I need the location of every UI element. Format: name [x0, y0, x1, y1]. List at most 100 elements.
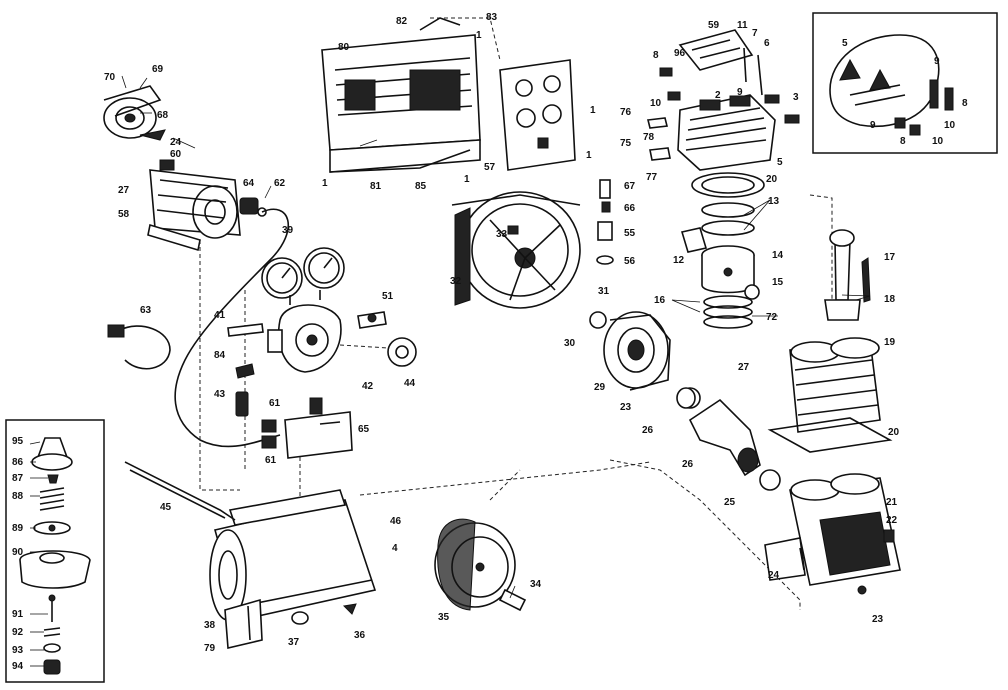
handle-45	[124, 461, 236, 521]
callout-42: 42	[362, 381, 374, 392]
head-bolts-6-7	[743, 47, 763, 96]
callout-55: 55	[624, 228, 636, 239]
callout-7: 7	[752, 28, 758, 39]
callout-36: 36	[354, 630, 366, 641]
callout-67: 67	[624, 181, 636, 192]
valve-stack-67-56	[596, 179, 614, 265]
callout-57: 57	[484, 162, 496, 173]
belt-guard-80	[321, 34, 481, 173]
callout-32: 32	[450, 276, 462, 287]
callout-33: 33	[496, 229, 508, 240]
callout-87: 87	[12, 473, 24, 484]
callout-26a: 26	[642, 425, 654, 436]
callout-34: 34	[530, 579, 542, 590]
callout-3: 3	[793, 92, 799, 103]
callout-38: 38	[204, 620, 216, 631]
power-cord	[107, 208, 289, 448]
callout-44: 44	[404, 378, 416, 389]
gauges-39	[261, 247, 345, 299]
piston-14	[701, 245, 755, 294]
crankcase-21	[764, 473, 901, 586]
callout-56: 56	[624, 256, 636, 267]
callout-13: 13	[768, 196, 780, 207]
callout-90: 90	[12, 547, 24, 558]
callout-64: 64	[243, 178, 255, 189]
callout-19: 19	[884, 337, 896, 348]
callout-70: 70	[104, 72, 116, 83]
callout-61b: 61	[265, 455, 277, 466]
callout-79: 79	[204, 643, 216, 654]
callout-91: 91	[12, 609, 24, 620]
key-33	[507, 225, 519, 235]
inset-callout-9b: 9	[870, 120, 876, 131]
callout-68: 68	[157, 110, 169, 121]
callout-25: 25	[724, 497, 736, 508]
knob-44	[339, 337, 417, 367]
gasket-20	[691, 172, 765, 198]
callout-20: 20	[766, 174, 778, 185]
inset-callout-10a: 10	[944, 120, 956, 131]
inset-box	[812, 12, 998, 154]
callout-16: 16	[654, 295, 666, 306]
callout-45: 45	[160, 502, 172, 513]
callout-1e: 1	[586, 150, 592, 161]
callout-69: 69	[152, 64, 164, 75]
callout-80: 80	[338, 42, 350, 53]
callout-14: 14	[772, 250, 784, 261]
callout-85: 85	[415, 181, 427, 192]
callout-4: 4	[392, 543, 398, 554]
tank-46	[209, 489, 377, 621]
callout-88: 88	[12, 491, 24, 502]
rings-13	[701, 202, 755, 236]
callout-58: 58	[118, 209, 130, 220]
callout-94: 94	[12, 661, 24, 672]
handle-82	[419, 17, 461, 31]
callout-1a: 1	[476, 30, 482, 41]
callout-43: 43	[214, 389, 226, 400]
dashed-connectors	[199, 17, 833, 610]
callout-83: 83	[486, 12, 498, 23]
callout-30: 30	[564, 338, 576, 349]
flywheel-32	[451, 191, 581, 309]
wrist-pin-12	[680, 227, 708, 253]
fittings-61	[261, 419, 277, 449]
callout-41: 41	[214, 310, 226, 321]
callout-59: 59	[708, 20, 720, 31]
seal-30	[589, 311, 607, 329]
bracket-81	[329, 149, 471, 173]
callout-1b: 1	[590, 105, 596, 116]
callout-35: 35	[438, 612, 450, 623]
control-panel-57	[499, 59, 576, 171]
callout-75: 75	[620, 138, 632, 149]
motor-pulley-68	[103, 85, 166, 141]
callout-81: 81	[370, 181, 382, 192]
callout-89: 89	[12, 523, 24, 534]
reed-valves	[659, 67, 800, 124]
callout-66: 66	[624, 203, 636, 214]
crankshaft-26	[679, 387, 761, 477]
callout-77: 77	[646, 172, 658, 183]
ball-15	[744, 284, 760, 300]
callout-12: 12	[673, 255, 685, 266]
leg-79	[224, 598, 263, 649]
fittings-75-78	[647, 117, 671, 161]
callout-62: 62	[274, 178, 286, 189]
axle-34	[498, 588, 527, 612]
inset-callout-8a: 8	[962, 98, 968, 109]
motor-58	[147, 159, 241, 252]
callout-24b: 24	[768, 570, 780, 581]
callout-15: 15	[772, 277, 784, 288]
regulator-42	[267, 290, 342, 373]
callout-27: 27	[118, 185, 130, 196]
leader-lines	[29, 75, 871, 667]
callout-51: 51	[382, 291, 394, 302]
callout-65: 65	[358, 424, 370, 435]
callout-82: 82	[396, 16, 408, 27]
callout-5: 5	[777, 157, 783, 168]
callout-26b: 26	[682, 459, 694, 470]
callout-24: 24	[170, 137, 182, 148]
callout-20b: 20	[888, 427, 900, 438]
callout-92: 92	[12, 627, 24, 638]
callout-37: 37	[288, 637, 300, 648]
callout-10: 10	[650, 98, 662, 109]
